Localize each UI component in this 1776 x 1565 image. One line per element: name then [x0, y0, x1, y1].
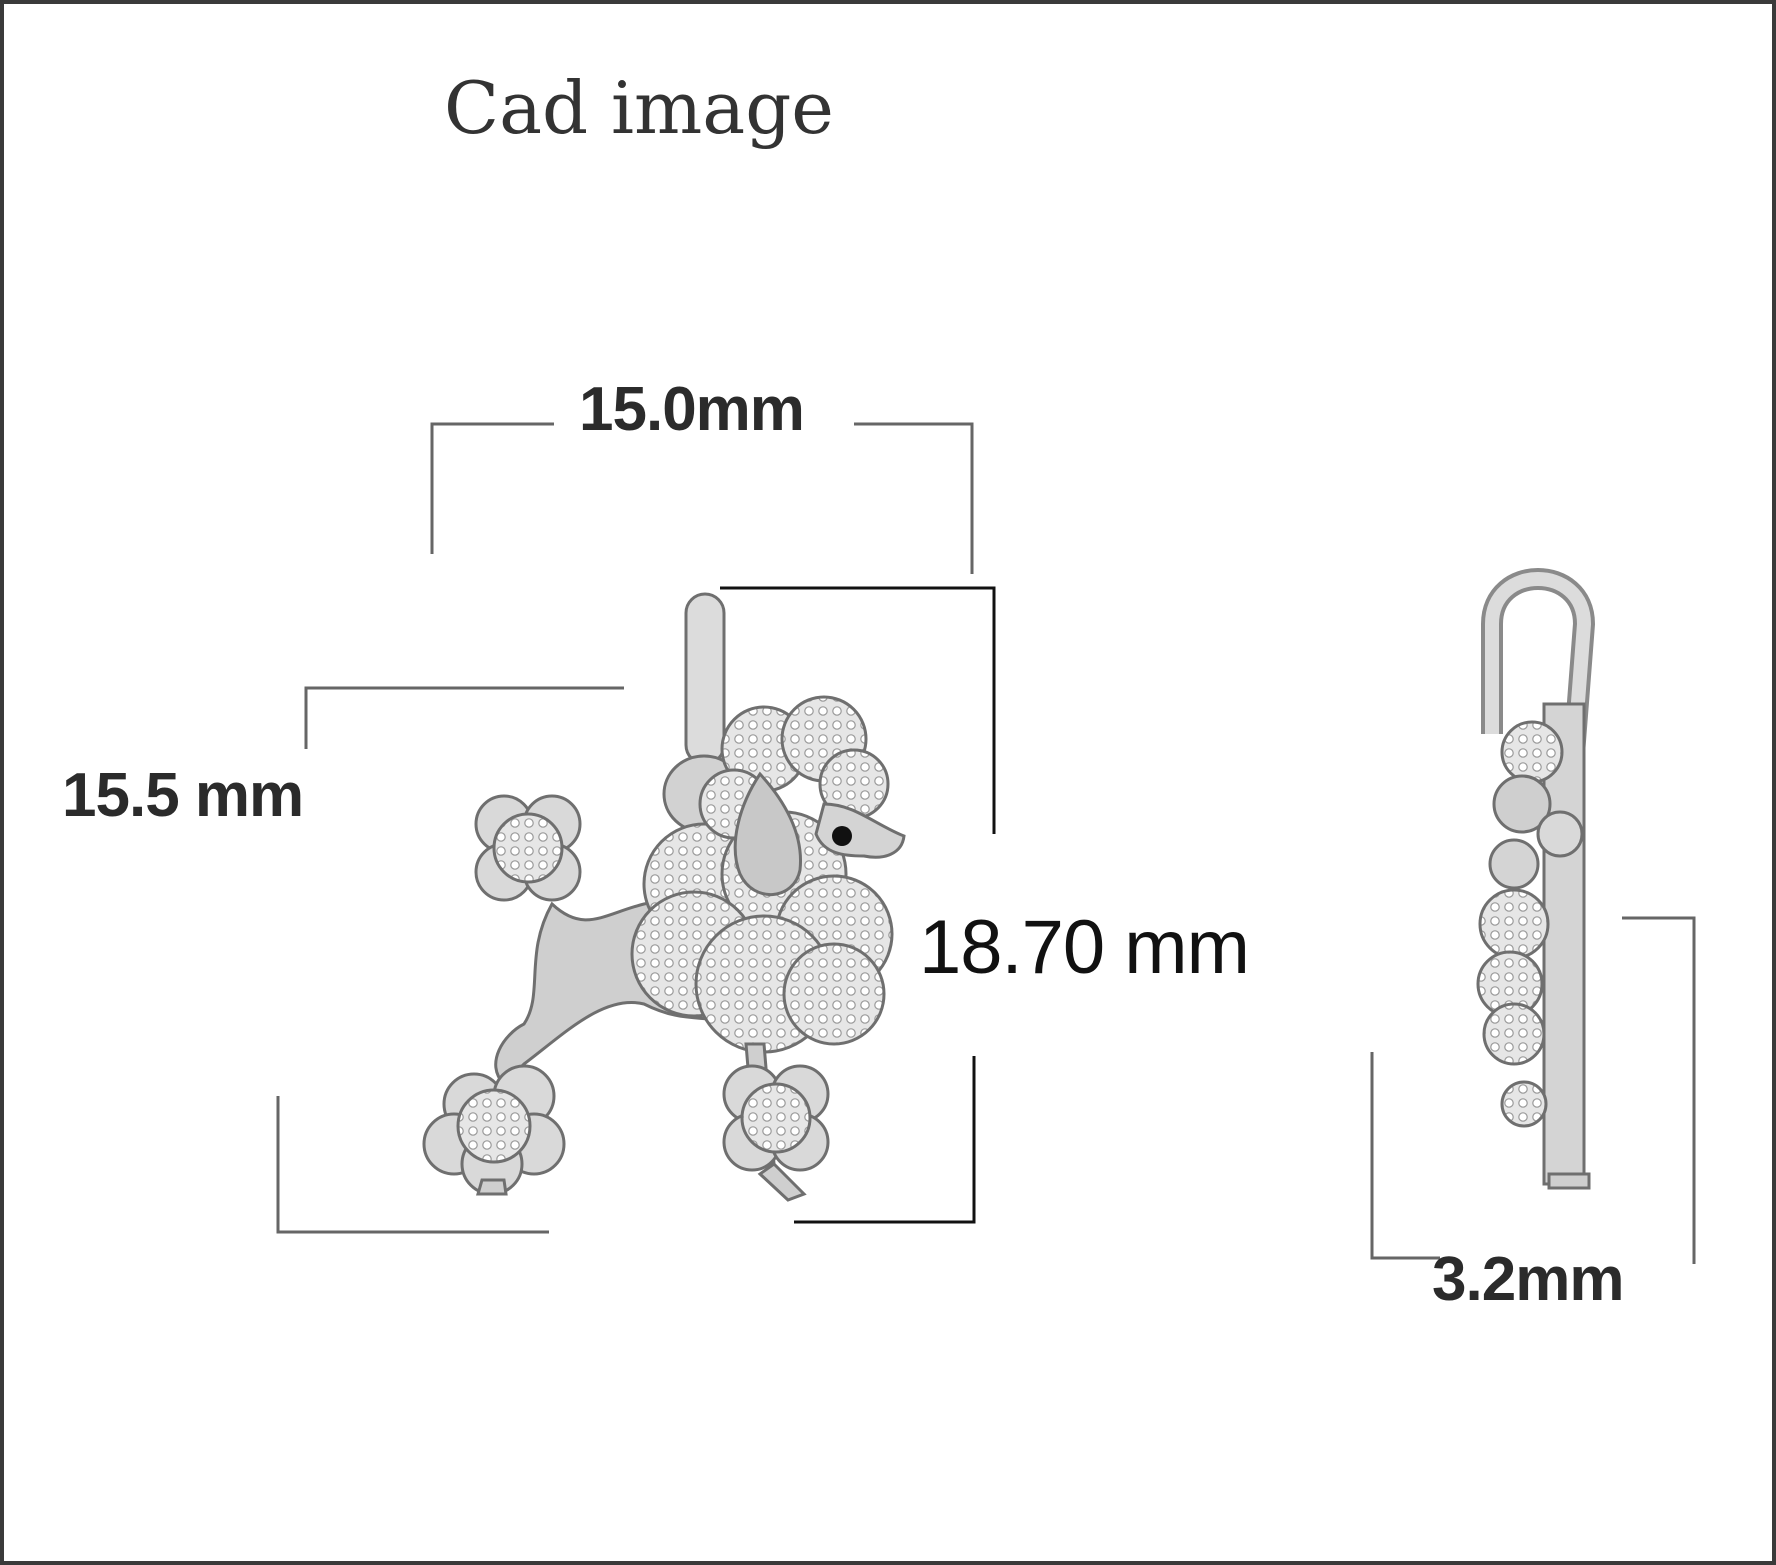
- dimension-width-bracket: [430, 422, 974, 574]
- poodle-ear: [733, 771, 803, 897]
- poodle-muzzle: [814, 802, 906, 859]
- dimension-depth-bracket: [1370, 916, 1696, 1264]
- back-paw-pompom: [422, 1064, 566, 1196]
- dimension-height-left-bracket: [276, 686, 624, 1234]
- side-pave-clusters: [1476, 720, 1584, 1128]
- dimension-height-left-label: 15.5 mm: [62, 761, 304, 830]
- poodle-pendant-side-view: [1476, 568, 1596, 1190]
- pendant-bail: [684, 592, 726, 766]
- tail-pompom: [474, 794, 582, 902]
- poodle-pendant-front-view: [422, 592, 906, 1202]
- poodle-eye: [832, 826, 852, 846]
- front-paw-pompom: [722, 1064, 830, 1172]
- dimension-width-label: 15.0mm: [579, 375, 805, 444]
- page-title: Cad image: [444, 66, 834, 150]
- cad-drawing: [276, 422, 1696, 1264]
- dimension-height-right-label: 18.70 mm: [919, 905, 1250, 990]
- side-body: [1542, 702, 1586, 1186]
- head-topknot: [698, 695, 890, 840]
- dimension-depth-label: 3.2mm: [1432, 1245, 1624, 1314]
- dimension-height-right-bracket: [720, 586, 996, 1224]
